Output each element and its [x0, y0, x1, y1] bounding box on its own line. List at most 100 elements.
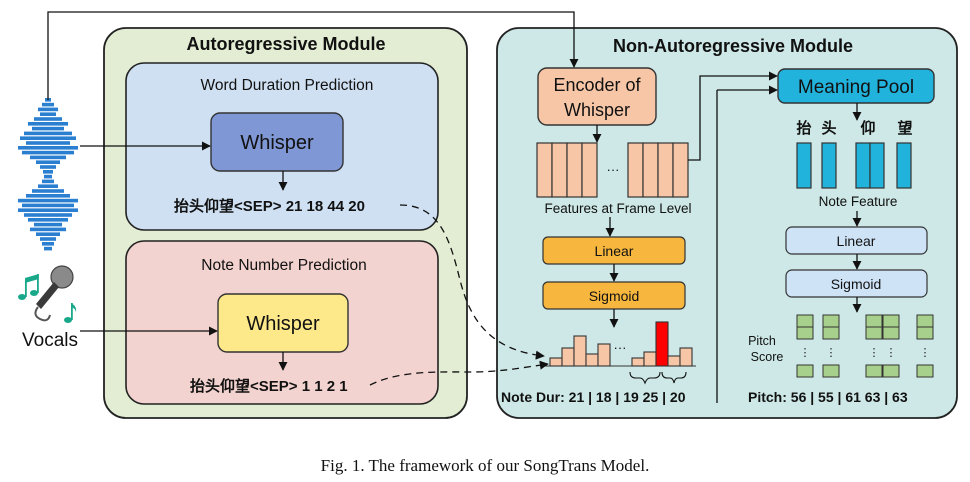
waveform-bar [38, 107, 58, 112]
note-duration-bar [597, 343, 611, 367]
note-feature-cell [796, 142, 812, 189]
frame-feature-cell [581, 142, 598, 198]
pitch-score-ellipsis: ⋮ [800, 347, 811, 359]
pitch-score-cell [882, 326, 900, 340]
pitch-score-cell [796, 364, 814, 378]
pitch-score-cell [822, 326, 840, 340]
note-duration-bar [573, 335, 587, 367]
waveform-bar [42, 242, 54, 246]
waveform-bar [34, 117, 62, 121]
meaning-pool-box [777, 68, 935, 104]
waveform-bar [38, 184, 58, 188]
music-note-icon [18, 274, 77, 323]
note-number-box: Note Number Prediction Whisper 抬头仰望<SEP>… [125, 240, 439, 405]
note-feature-cell [821, 142, 837, 189]
frame-feature-cell [536, 142, 553, 198]
waveform-bar [18, 198, 78, 203]
pitch-score-cell [916, 326, 934, 340]
note-feature-cell [855, 142, 871, 189]
pitch-score-ellipsis: ⋮ [886, 347, 897, 359]
pitch-score-cell [796, 314, 814, 328]
pitch-score-cell [882, 364, 900, 378]
note-features [796, 142, 912, 189]
note-feature-label: Note Feature [819, 194, 898, 209]
whisper-box-word [210, 112, 344, 172]
note-duration-bar [667, 355, 681, 367]
waveform-bar [22, 150, 74, 155]
linear-label-right: Linear [837, 233, 876, 249]
waveform-bar [43, 170, 53, 174]
linear-label-left: Linear [595, 243, 634, 259]
char-1: 抬 [796, 119, 811, 137]
brace-25 [661, 371, 687, 384]
meaning-pool-label: Meaning Pool [798, 77, 914, 98]
pitch-score-cell [916, 364, 934, 378]
waveform-bar [28, 218, 68, 222]
pitch-label: Pitch: 56 | 55 | 61 63 | 63 [748, 389, 908, 405]
waveform-bar [36, 160, 60, 164]
figure-caption: Fig. 1. The framework of our SongTrans M… [321, 456, 650, 475]
ar-module-title: Autoregressive Module [186, 34, 385, 54]
pitch-score-ellipsis: ⋮ [920, 347, 931, 359]
dashed-word-duration-link [399, 204, 545, 360]
note-duration-bar [679, 347, 693, 367]
vocals-label: Vocals [22, 330, 78, 351]
waveform-bar [40, 165, 56, 169]
waveform-bar [44, 246, 52, 251]
dashed-note-number-link [369, 360, 549, 386]
note-feature-cell [869, 142, 885, 189]
waveform-bar [30, 155, 66, 160]
autoregressive-module: Autoregressive Module Word Duration Pred… [103, 27, 468, 419]
waveform-bar [18, 146, 78, 150]
frame-feature-cell [657, 142, 674, 198]
word-duration-output: 抬头仰望<SEP> 21 18 44 20 [174, 197, 365, 215]
note-feature-cell [896, 142, 912, 189]
waveform-bar [24, 131, 72, 136]
frame-feature-cell [627, 142, 644, 198]
waveform-bar [24, 213, 72, 217]
non-autoregressive-module: Non-Autoregressive Module Encoder of Whi… [496, 27, 958, 419]
pitch-score-label-line2: Score [751, 350, 784, 364]
connectors [47, 11, 862, 386]
arrow-wave-to-encoder [47, 11, 579, 100]
vocals-icon: Vocals [18, 265, 78, 351]
arrow-features-to-meaning-pool [688, 71, 778, 161]
frame-feature-cell [642, 142, 659, 198]
brace-19 [629, 371, 661, 385]
char-4: 望 [897, 119, 912, 137]
waveform-bar [28, 122, 68, 126]
frame-features-label: Features at Frame Level [544, 201, 691, 216]
pitch-score-cell [916, 314, 934, 328]
note-duration-bar [631, 357, 645, 367]
waveform-bar [40, 237, 56, 241]
waveform-bar [32, 189, 64, 193]
microphone-icon [34, 265, 74, 322]
note-duration-bar [585, 353, 599, 367]
note-number-title: Note Number Prediction [201, 257, 366, 274]
sigmoid-label-right: Sigmoid [831, 276, 882, 292]
pitch-score-label-line1: Pitch [748, 334, 776, 348]
waveform-bar [32, 126, 64, 131]
pitch-score-cell [882, 314, 900, 328]
waveform-icon [18, 98, 78, 251]
pitch-score-cell [822, 314, 840, 328]
waveform-bar [42, 102, 54, 107]
waveform-bar [42, 179, 54, 184]
pitch-score-cell [822, 364, 840, 378]
waveform-bar [36, 232, 60, 236]
word-duration-title: Word Duration Prediction [201, 77, 374, 94]
whisper-label-note: Whisper [246, 313, 320, 335]
pitch-score-cell [865, 364, 883, 378]
note-duration-bars [545, 321, 696, 367]
pitch-score-grid: ⋮⋮⋮⋮⋮ [796, 314, 934, 378]
waveform-bar [44, 174, 52, 179]
word-duration-box: Word Duration Prediction Whisper 抬头仰望<SE… [125, 62, 439, 231]
sigmoid-label-left: Sigmoid [589, 288, 640, 304]
char-2: 头 [821, 120, 836, 137]
waveform-bar [30, 227, 66, 232]
waveform-bar [18, 208, 78, 212]
waveform-bar [20, 136, 76, 140]
waveform-bar [26, 141, 70, 145]
pitch-score-cell [796, 326, 814, 340]
